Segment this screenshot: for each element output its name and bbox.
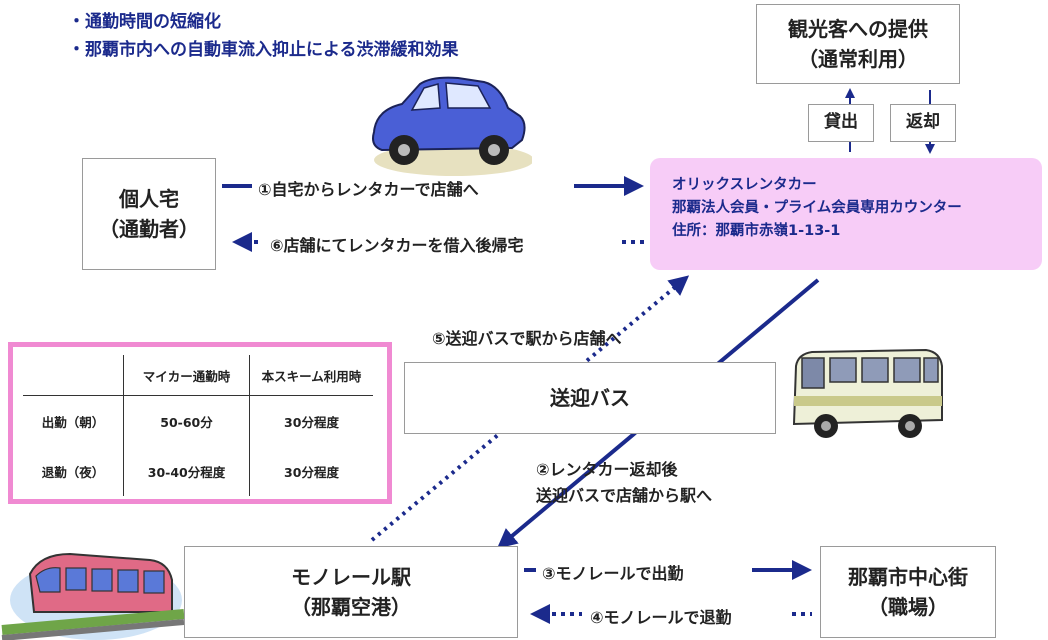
- table-header-cell: マイカー通勤時: [123, 355, 250, 396]
- mono-subtitle: （那覇空港）: [291, 595, 411, 619]
- commute-time-table-frame: マイカー通勤時 本スキーム利用時 出勤（朝） 50-60分 30分程度 退勤（夜…: [8, 342, 392, 504]
- step2-label-line2: 送迎バスで店舗から駅へ: [536, 486, 713, 505]
- bus-box: 送迎バス: [404, 362, 776, 434]
- step5-label: ⑤送迎バスで駅から店舗へ: [432, 329, 622, 348]
- tourist-box: 観光客への提供 （通常利用）: [756, 4, 960, 84]
- home-subtitle: （通勤者）: [99, 217, 199, 241]
- table-cell: 30分程度: [284, 464, 339, 480]
- table-row: 出勤（朝） 50-60分 30分程度: [23, 395, 373, 446]
- city-title: 那覇市中心街: [848, 565, 968, 589]
- step2-label-line1: ②レンタカー返却後: [536, 460, 678, 479]
- rental-counter-box: オリックスレンタカー 那覇法人会員・プライム会員専用カウンター 住所：那覇市赤嶺…: [650, 158, 1042, 270]
- table-cell: 30-40分程度: [123, 446, 250, 496]
- table-cell: 出勤（朝）: [23, 395, 124, 446]
- return-label: 返却: [906, 112, 940, 133]
- step3-label: ③モノレールで出勤: [542, 564, 684, 583]
- city-center-box: 那覇市中心街 （職場）: [820, 546, 996, 638]
- city-subtitle: （職場）: [868, 595, 948, 619]
- lend-label: 貸出: [824, 112, 858, 133]
- benefit-list: ・通勤時間の短縮化 ・那覇市内への自動車流入抑止による渋滞緩和効果: [68, 8, 459, 64]
- monorail-icon: [1, 552, 184, 640]
- counter-name: オリックスレンタカー: [672, 177, 817, 193]
- table-cell: 退勤（夜）: [23, 446, 124, 496]
- step6-label: ⑥店舗にてレンタカーを借入後帰宅: [270, 236, 524, 255]
- commute-time-table: マイカー通勤時 本スキーム利用時 出勤（朝） 50-60分 30分程度 退勤（夜…: [23, 355, 373, 496]
- counter-address: 住所：那覇市赤嶺1-13-1: [672, 223, 841, 239]
- table-row: 退勤（夜） 30-40分程度 30分程度: [23, 446, 373, 496]
- home-title: 個人宅: [119, 187, 179, 211]
- tourist-subtitle: （通常利用）: [798, 47, 918, 71]
- bus-label: 送迎バス: [550, 386, 630, 410]
- home-box: 個人宅 （通勤者）: [82, 158, 216, 270]
- step4-label: ④モノレールで退勤: [590, 608, 732, 627]
- step1-label: ①自宅からレンタカーで店舗へ: [258, 180, 479, 199]
- car-icon: [372, 76, 532, 176]
- table-cell: 30分程度: [284, 414, 339, 430]
- tourist-title: 観光客への提供: [788, 17, 928, 41]
- monorail-station-box: モノレール駅 （那覇空港）: [184, 546, 518, 638]
- bus-icon: [792, 348, 943, 438]
- table-header-cell: [23, 355, 124, 396]
- counter-desc: 那覇法人会員・プライム会員専用カウンター: [672, 200, 962, 216]
- return-box: 返却: [890, 104, 956, 142]
- lend-box: 貸出: [808, 104, 874, 142]
- table-header-cell: 本スキーム利用時: [249, 355, 373, 396]
- table-cell: 50-60分: [123, 395, 250, 446]
- benefit-item: ・通勤時間の短縮化: [68, 12, 221, 32]
- mono-title: モノレール駅: [291, 565, 411, 589]
- benefit-item: ・那覇市内への自動車流入抑止による渋滞緩和効果: [68, 40, 459, 60]
- table-header-row: マイカー通勤時 本スキーム利用時: [23, 355, 373, 396]
